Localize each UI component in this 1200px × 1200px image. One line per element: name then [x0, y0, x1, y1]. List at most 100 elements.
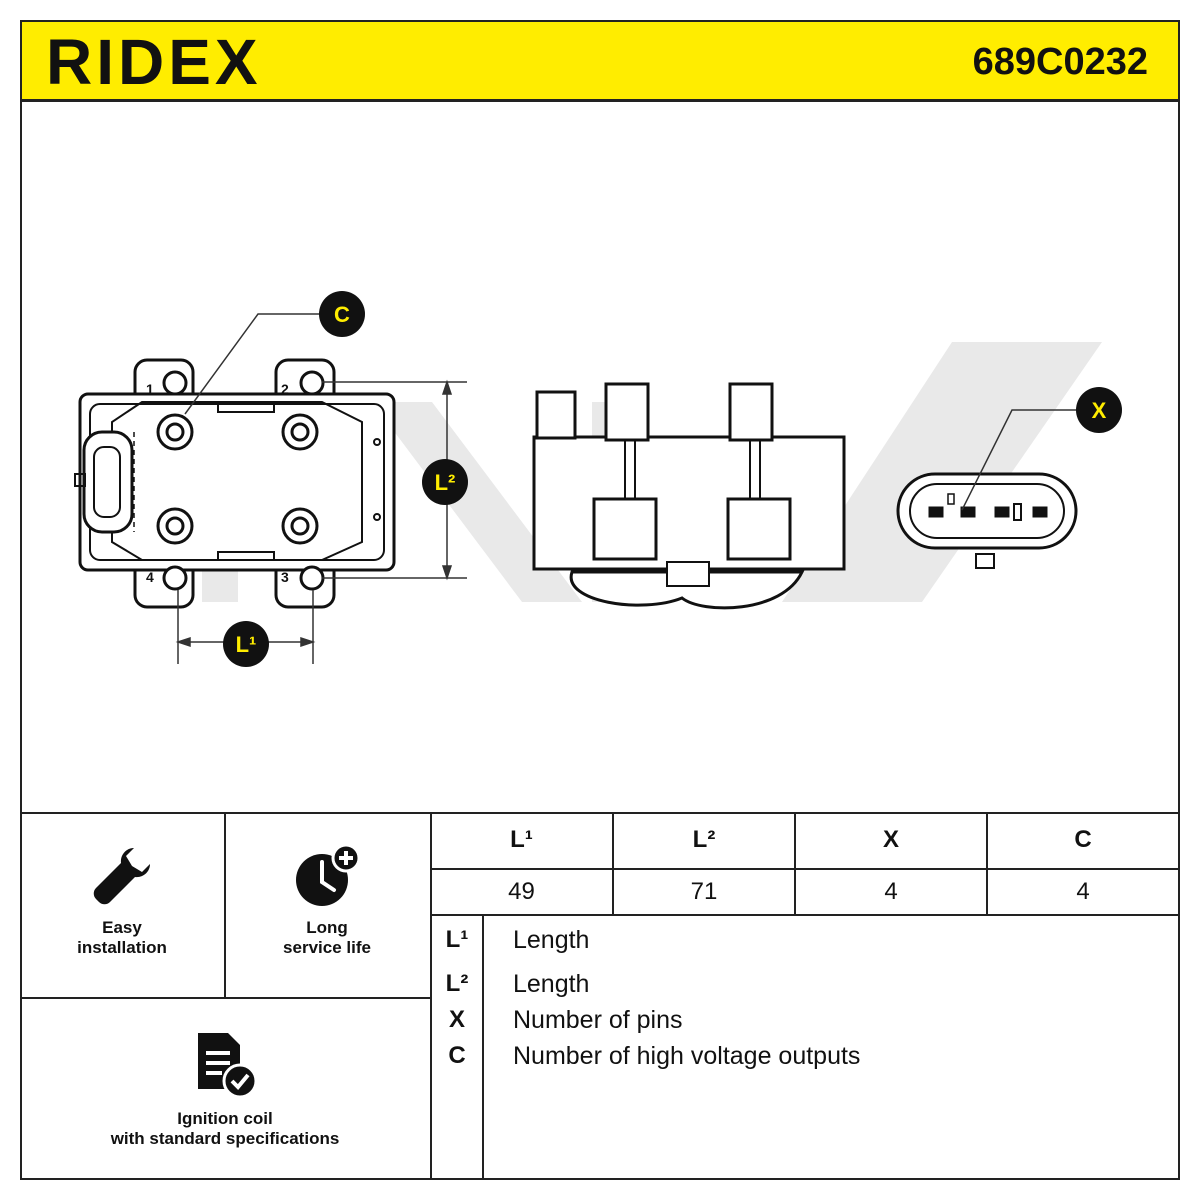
side-connector: [535, 390, 577, 440]
feature-long-line2: service life: [283, 938, 371, 957]
connector-latch-mark: [947, 493, 955, 505]
spec-header-c: C: [1074, 826, 1092, 853]
callout-x-leader: [961, 409, 1077, 511]
connector-pins-block: [93, 446, 121, 518]
spec-value-l2: 71: [690, 878, 718, 905]
divider-feature-row: [20, 997, 431, 999]
callout-l2-circle: [422, 459, 468, 505]
divider-feature-1: [224, 814, 226, 998]
hv-output-4-core: [165, 516, 185, 536]
technical-diagram: 1 2 3 4: [22, 102, 1178, 812]
info-panel: Easy installation Long service life Igni…: [20, 812, 1180, 1180]
bottom-slot: [217, 551, 275, 561]
callout-x-circle: [1076, 387, 1122, 433]
diagram-canvas: 1 2 3 4: [74, 291, 1122, 667]
divider-col-2: [612, 814, 614, 914]
pin-number-3: 3: [281, 569, 289, 585]
legend-text-l2: Length: [513, 970, 590, 998]
callout-c-leader: [184, 313, 322, 415]
feature-standard-specifications: Ignition coil with standard specificatio…: [20, 1029, 430, 1149]
spec-value-x: 4: [884, 878, 898, 905]
divider-col-3: [794, 814, 796, 914]
screw-dot-bottom: [373, 513, 381, 521]
brand-name: RIDEX: [46, 26, 262, 98]
side-body: [532, 435, 846, 571]
callout-c-circle: [319, 291, 365, 337]
watermark-r: [372, 402, 582, 602]
dimension-l1: [175, 590, 316, 664]
divider-col-4: [986, 814, 988, 914]
screw-dot-top: [373, 438, 381, 446]
l2-arrow-top: [441, 379, 453, 395]
hv-output-3: [281, 507, 319, 545]
pin-1: [928, 506, 944, 518]
legend-symbol-c: C: [448, 1042, 466, 1069]
wrench-icon: [93, 848, 150, 905]
side-tower-left: [604, 382, 650, 442]
feature-easy-line1: Easy: [102, 918, 142, 937]
side-center-bracket: [666, 561, 710, 587]
bolt-hole-3: [299, 565, 325, 591]
document-check-icon: [198, 1033, 258, 1099]
pin-number-1: 1: [146, 381, 154, 397]
connector-key: [975, 553, 995, 569]
divider-legend: [482, 914, 484, 1180]
bolt-hole-1: [162, 370, 188, 396]
hv-output-2: [281, 413, 319, 451]
feature-long-line1: Long: [306, 918, 348, 937]
dimension-l2: [322, 379, 467, 581]
side-base-curve: [569, 570, 805, 610]
bolt-hole-4: [162, 565, 188, 591]
feature-standard-line1: Ignition coil: [177, 1109, 273, 1128]
feature-long-service-life: Long service life: [224, 844, 430, 958]
legend-symbol-x: X: [448, 1006, 465, 1033]
header-bar: RIDEX 689C0232: [20, 20, 1180, 102]
l1-arrow-left: [175, 636, 191, 648]
feature-standard-line2: with standard specifications: [110, 1129, 340, 1148]
top-slot: [217, 403, 275, 413]
callout-l1-label: L¹: [236, 632, 257, 657]
callout-x-label: X: [1092, 398, 1107, 423]
pin-4: [1013, 503, 1022, 521]
connector-latch: [74, 473, 86, 487]
pin-number-2: 2: [281, 381, 289, 397]
l2-arrow-bottom: [441, 565, 453, 581]
coil-side-view: [532, 382, 846, 610]
pin-numbers: 1 2 3 4: [146, 381, 289, 585]
spec-header-l1: L¹: [510, 826, 533, 853]
watermark-x: [782, 342, 1102, 602]
clock-plus-icon: [296, 844, 361, 906]
divider-spec-values: [431, 914, 1178, 916]
feature-easy-installation: Easy installation: [20, 844, 224, 958]
hv-output-3-core: [290, 516, 310, 536]
callout-l1-circle: [223, 621, 269, 667]
spec-value-l1: 49: [508, 878, 535, 905]
spec-header-l2: L²: [692, 826, 716, 853]
hv-output-2-core: [290, 422, 310, 442]
legend-text-x: Number of pins: [513, 1006, 683, 1034]
feature-easy-line2: installation: [77, 938, 167, 957]
side-tower-right: [728, 382, 774, 442]
legend-text-l1: Length: [513, 926, 590, 954]
brand-logo: RIDEX: [46, 22, 262, 102]
coil-top-view: [74, 358, 396, 609]
l1-arrow-right: [300, 636, 316, 648]
callouts: C L² L¹ X: [223, 291, 1122, 667]
connector-end-view: [896, 472, 1078, 569]
callout-c-label: C: [334, 302, 350, 327]
legend-text-c: Number of high voltage outputs: [513, 1042, 861, 1070]
pin-5: [1032, 506, 1048, 518]
legend-symbol-l2: L²: [445, 970, 469, 997]
bolt-hole-2: [299, 370, 325, 396]
spec-value-c: 4: [1076, 878, 1090, 905]
hv-output-1-core: [165, 422, 185, 442]
divider-features-spec: [430, 814, 432, 1180]
pin-number-4: 4: [146, 569, 154, 585]
hv-output-4: [156, 507, 194, 545]
side-boot-left: [592, 497, 658, 561]
divider-spec-header: [431, 868, 1178, 870]
spec-header-x: X: [882, 826, 899, 853]
pin-2: [960, 506, 976, 518]
legend-symbol-l1: L¹: [445, 926, 469, 953]
side-boot-right: [726, 497, 792, 561]
